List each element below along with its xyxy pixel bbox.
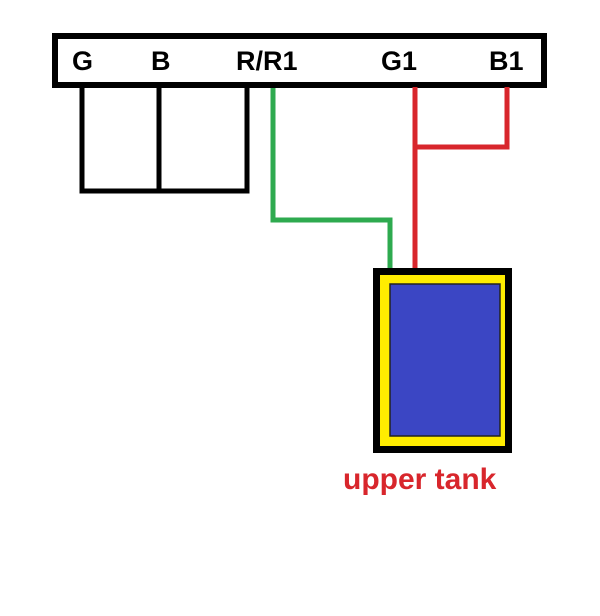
upper-tank bbox=[373, 268, 512, 453]
red-wires bbox=[412, 87, 510, 268]
green-wire bbox=[270, 88, 393, 268]
terminal-label-g: G bbox=[72, 46, 93, 76]
terminal-label-b1: B1 bbox=[489, 46, 524, 76]
terminal-label-b: B bbox=[151, 46, 171, 76]
terminal-label-r-r1: R/R1 bbox=[236, 46, 298, 76]
terminal-block bbox=[52, 33, 547, 88]
black-jumper-wires bbox=[79, 87, 250, 194]
tank-label: upper tank bbox=[343, 463, 497, 496]
terminal-label-g1: G1 bbox=[381, 46, 417, 76]
